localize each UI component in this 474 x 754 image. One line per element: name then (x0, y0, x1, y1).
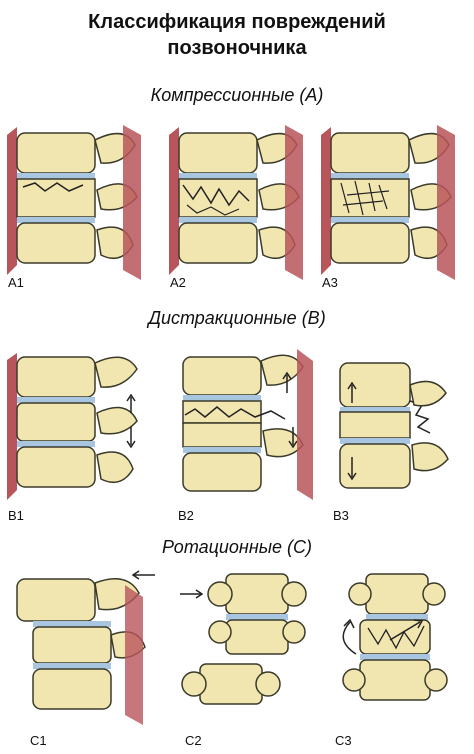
label-a1: A1 (8, 275, 24, 290)
diagram-a3 (319, 105, 459, 280)
label-c2: C2 (185, 733, 202, 748)
label-a2: A2 (170, 275, 186, 290)
diagram-a1 (5, 105, 145, 280)
diagram-b1 (5, 335, 145, 505)
diagram-c1 (5, 565, 155, 730)
label-b3: B3 (333, 508, 349, 523)
section-heading-compression: Компрессионные (А) (150, 85, 324, 105)
label-b2: B2 (178, 508, 194, 523)
diagram-b2 (175, 335, 315, 505)
section-heading-rotation: Ротационные (С) (162, 537, 312, 557)
label-a3: A3 (322, 275, 338, 290)
diagram-a2 (167, 105, 307, 280)
page-title-line2: позвоночника (167, 37, 307, 59)
page-title-line1: Классификация повреждений (88, 11, 386, 33)
label-b1: B1 (8, 508, 24, 523)
section-heading-distraction: Дистракционные (В) (148, 308, 326, 328)
diagram-c3 (330, 570, 470, 725)
diagram-c2 (180, 572, 320, 722)
label-c1: C1 (30, 733, 47, 748)
diagram-b3 (330, 345, 470, 505)
label-c3: C3 (335, 733, 352, 748)
